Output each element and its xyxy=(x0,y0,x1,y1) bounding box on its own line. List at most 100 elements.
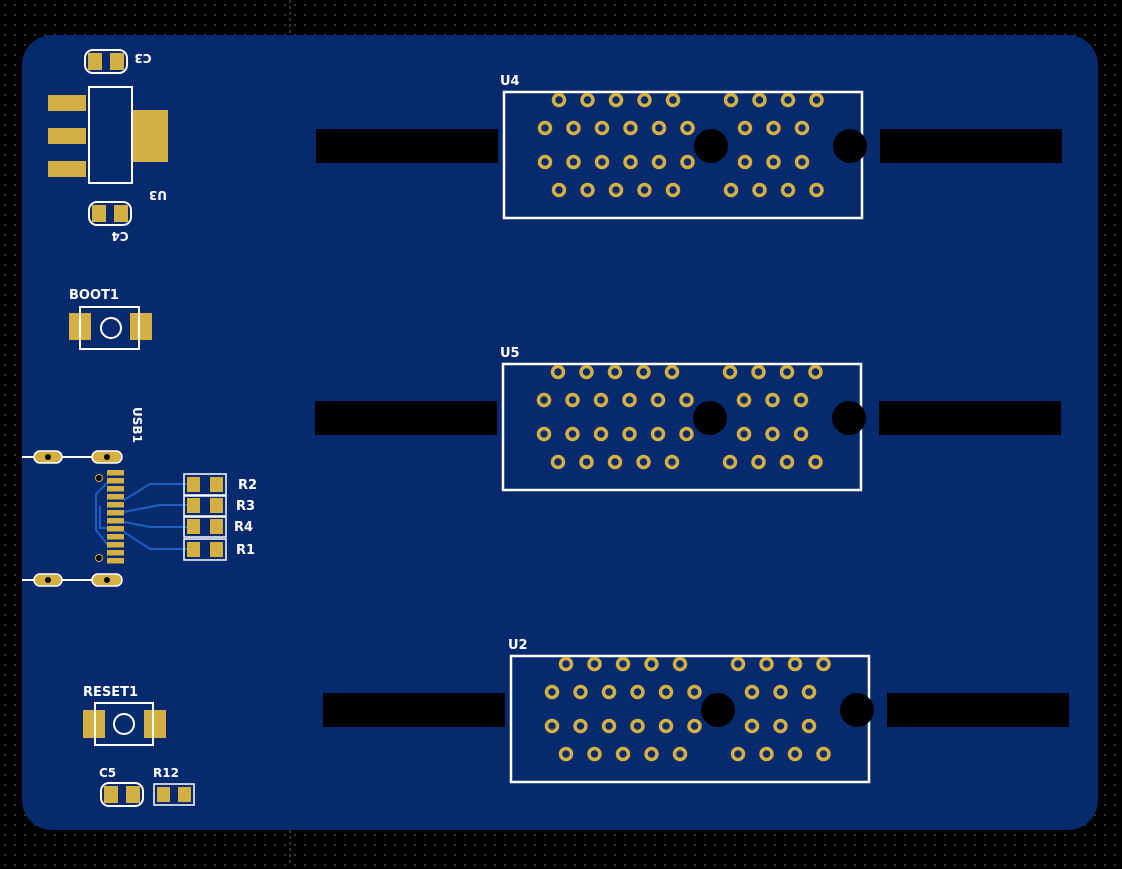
pin-pad xyxy=(794,120,810,136)
pin-pad xyxy=(579,454,594,470)
pad xyxy=(92,205,106,222)
label-u5: U5 xyxy=(500,346,520,361)
pin-pad xyxy=(622,392,637,408)
pin-pad xyxy=(809,92,824,108)
pin-pad xyxy=(573,718,588,734)
label-c3: C3 xyxy=(134,51,151,65)
pin-pad xyxy=(680,154,695,170)
pin-pad xyxy=(801,718,817,734)
pin-pad xyxy=(580,182,595,198)
header-strip-right xyxy=(880,129,1062,163)
pin-pad xyxy=(637,92,652,108)
pad xyxy=(104,786,118,803)
mounting-hole xyxy=(693,401,727,435)
component-u5[interactable]: U5 xyxy=(315,346,1061,492)
pin-pad xyxy=(637,182,652,198)
pad xyxy=(144,710,166,738)
pin-pad xyxy=(793,426,809,442)
pad xyxy=(114,205,128,222)
usb-contact-pad xyxy=(107,534,124,540)
silk-outline xyxy=(79,306,140,350)
label-c5: C5 xyxy=(99,766,116,780)
mounting-hole xyxy=(840,693,874,727)
pin-pad xyxy=(566,120,581,136)
label-u4: U4 xyxy=(500,74,520,89)
component-reset1[interactable]: RESET1 xyxy=(83,685,166,746)
trace xyxy=(95,479,111,549)
label-r2: R2 xyxy=(238,478,257,493)
pad xyxy=(48,95,86,111)
pin-pad xyxy=(752,92,767,108)
component-r12[interactable]: R12 xyxy=(153,766,195,806)
component-usb1[interactable]: USB1 xyxy=(22,407,188,587)
pin-pad xyxy=(787,656,803,672)
pin-pad xyxy=(594,154,610,170)
pad xyxy=(210,477,223,492)
pin-pad xyxy=(730,746,746,762)
header-strip-left xyxy=(316,129,498,163)
pad xyxy=(88,53,102,70)
pad xyxy=(187,542,200,557)
pad xyxy=(48,161,86,177)
silk-outline xyxy=(84,49,128,74)
component-u3[interactable]: U3 xyxy=(48,86,168,202)
mounting-hole xyxy=(701,693,735,727)
via xyxy=(95,554,103,562)
pad xyxy=(157,787,170,802)
slot-hole xyxy=(104,454,110,460)
silk-outline xyxy=(183,473,227,496)
component-c4[interactable]: C4 xyxy=(88,201,132,243)
pin-pad xyxy=(744,684,760,700)
component-c3[interactable]: C3 xyxy=(84,49,152,74)
pin-pad xyxy=(537,154,553,170)
pin-pad xyxy=(780,92,796,108)
pin-pad xyxy=(722,454,738,470)
component-boot1[interactable]: BOOT1 xyxy=(69,288,152,350)
trace xyxy=(123,504,188,513)
component-r2[interactable]: R2 xyxy=(183,473,257,496)
pin-pad xyxy=(565,392,580,408)
silk-outline xyxy=(183,495,227,517)
pin-pad xyxy=(751,364,766,380)
mounting-hole xyxy=(832,401,866,435)
pin-pad xyxy=(779,454,795,470)
usb-contact-pad xyxy=(107,470,124,476)
component-r4[interactable]: R4 xyxy=(183,516,253,538)
pin-pad xyxy=(736,392,752,408)
pin-pad xyxy=(593,392,609,408)
pad xyxy=(126,786,140,803)
pin-pad xyxy=(650,426,666,442)
pin-pad xyxy=(566,154,581,170)
component-r3[interactable]: R3 xyxy=(183,495,255,517)
usb-contact-pad xyxy=(107,518,124,524)
pin-pad xyxy=(558,656,574,672)
component-u4[interactable]: U4 xyxy=(316,74,1062,220)
pin-pad xyxy=(607,364,623,380)
pin-pad xyxy=(622,426,637,442)
pin-pad xyxy=(736,426,752,442)
pin-pad xyxy=(773,718,788,734)
pin-pad xyxy=(816,746,831,762)
pin-pad xyxy=(636,454,651,470)
pin-pad xyxy=(544,684,560,700)
mounting-hole xyxy=(694,129,728,163)
label-reset1: RESET1 xyxy=(83,685,138,700)
label-u3: U3 xyxy=(149,188,167,202)
pin-pad xyxy=(759,746,774,762)
component-u2[interactable]: U2 xyxy=(323,638,1069,784)
usb-contact-pad xyxy=(107,542,124,548)
component-c5[interactable]: C5 xyxy=(99,766,144,807)
pin-pad xyxy=(558,746,574,762)
pin-pad xyxy=(679,392,694,408)
usb-contact-pad xyxy=(107,494,124,500)
pad xyxy=(110,53,124,70)
pin-pad xyxy=(801,684,817,700)
silk-outline xyxy=(94,702,154,746)
pin-pad xyxy=(630,684,645,700)
pin-pad xyxy=(593,426,609,442)
component-r1[interactable]: R1 xyxy=(183,538,255,561)
pin-pad xyxy=(779,364,795,380)
pin-pad xyxy=(623,120,638,136)
pin-pad xyxy=(687,684,702,700)
